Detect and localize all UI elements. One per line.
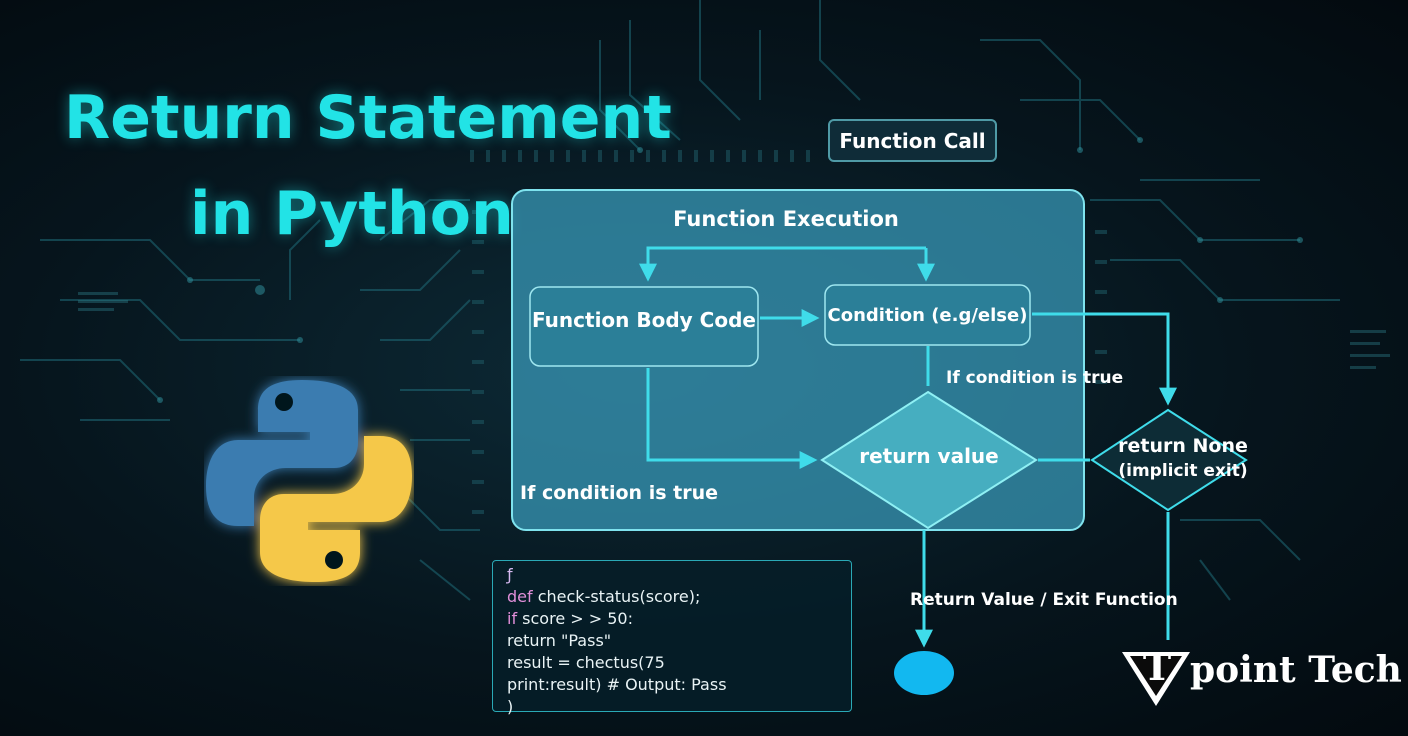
code-line-6: ): [507, 697, 514, 716]
return-none-label: return None: [1118, 435, 1248, 457]
function-body-box: [529, 286, 759, 367]
return-none-diamond: [1090, 408, 1248, 512]
arrow-exec-to-body: [639, 246, 926, 282]
code-line-1: def check-status(score);: [507, 586, 851, 608]
condition-true-left-label: If condition is true: [520, 482, 718, 504]
code-line-2-rest: score > > 50:: [517, 609, 633, 628]
tpoint-tech-logo: T point Tech: [1120, 644, 1402, 708]
arrow-body-to-return: [646, 368, 818, 469]
code-line-4: result = chectus(75: [507, 653, 665, 672]
title-line-2: in Python: [190, 179, 514, 249]
logo-letter: T: [1142, 644, 1172, 689]
function-body-label: Function Body Code: [532, 308, 756, 332]
condition-true-right-label: If condition is true: [946, 368, 1124, 388]
logo-text: point Tech: [1190, 649, 1402, 691]
exit-terminal: [894, 651, 954, 695]
return-value-diamond: [820, 390, 1038, 530]
implicit-exit-label: (implicit exit): [1118, 461, 1248, 481]
function-call-label: Function Call: [839, 128, 986, 153]
logo-triangle-icon: [1122, 652, 1190, 706]
code-keyword-if: if: [507, 609, 518, 628]
code-line-5: print:result) # Output: Pass: [507, 675, 727, 694]
code-line-2: if score > > 50:: [507, 608, 851, 630]
code-line-1-rest: check-status(score);: [532, 587, 701, 606]
python-logo-icon: [206, 380, 412, 582]
code-line-3: return "Pass": [507, 631, 612, 650]
code-keyword-def: def: [507, 587, 533, 606]
return-value-label: return value: [859, 444, 999, 468]
function-execution-label: Function Execution: [673, 207, 899, 231]
title-line-1: Return Statement: [64, 83, 672, 153]
function-call-box: [828, 119, 997, 162]
condition-box: [824, 284, 1031, 346]
code-line-0: ƒ: [507, 565, 513, 584]
exit-function-label: Return Value / Exit Function: [910, 590, 1178, 610]
arrow-condition-to-none: [1032, 312, 1177, 406]
condition-label: Condition (e.g/else): [827, 304, 1028, 326]
code-snippet: ƒ def check-status(score); if score > > …: [492, 560, 852, 716]
